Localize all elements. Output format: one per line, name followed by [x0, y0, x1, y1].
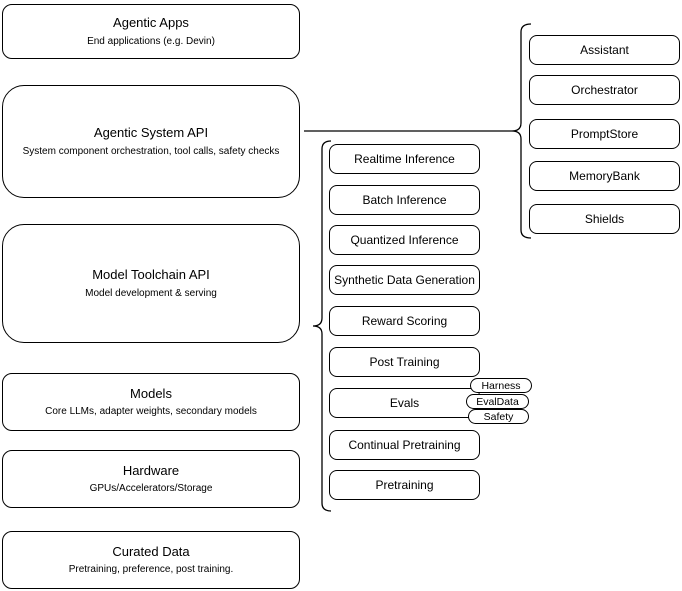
node-label: Synthetic Data Generation [334, 273, 475, 287]
toolchain-components-bracket [312, 140, 332, 512]
node-label: Orchestrator [571, 83, 638, 97]
node-label: PromptStore [570, 127, 639, 141]
node-promptstore: PromptStore [529, 119, 680, 149]
node-quantized-inference: Quantized Inference [329, 225, 480, 255]
node-model-toolchain-api: Model Toolchain API Model development & … [2, 224, 300, 343]
node-label: Evals [389, 396, 420, 410]
node-subtitle: Pretraining, preference, post training. [68, 564, 234, 576]
node-post-training: Post Training [329, 347, 480, 377]
node-label: Pretraining [375, 478, 434, 492]
node-label: MemoryBank [569, 169, 640, 183]
node-label: Continual Pretraining [348, 438, 461, 452]
node-hardware: Hardware GPUs/Accelerators/Storage [2, 450, 300, 508]
system-components-bracket [511, 23, 532, 239]
node-assistant: Assistant [529, 35, 680, 65]
node-label: Reward Scoring [361, 314, 448, 328]
node-title: Agentic Apps [113, 15, 189, 31]
node-realtime-inference: Realtime Inference [329, 144, 480, 174]
node-label: Quantized Inference [350, 233, 459, 247]
node-batch-inference: Batch Inference [329, 185, 480, 215]
node-label: Post Training [369, 355, 440, 369]
node-subtitle: System component orchestration, tool cal… [22, 145, 280, 157]
node-evals: Evals [329, 388, 480, 418]
node-curated-data: Curated Data Pretraining, preference, po… [2, 531, 300, 589]
pill-safety: Safety [468, 409, 529, 424]
node-pretraining: Pretraining [329, 470, 480, 500]
node-continual-pretraining: Continual Pretraining [329, 430, 480, 460]
node-models: Models Core LLMs, adapter weights, secon… [2, 373, 300, 431]
node-label: Assistant [580, 43, 629, 57]
node-agentic-system-api: Agentic System API System component orch… [2, 85, 300, 198]
node-agentic-apps: Agentic Apps End applications (e.g. Devi… [2, 4, 300, 59]
node-subtitle: GPUs/Accelerators/Storage [89, 483, 213, 495]
node-title: Agentic System API [93, 125, 209, 141]
node-orchestrator: Orchestrator [529, 75, 680, 105]
node-memorybank: MemoryBank [529, 161, 680, 191]
pill-evaldata: EvalData [466, 394, 529, 409]
node-title: Models [130, 385, 172, 401]
pill-label: EvalData [476, 395, 519, 408]
node-reward-scoring: Reward Scoring [329, 306, 480, 336]
node-title: Model Toolchain API [92, 267, 210, 283]
node-subtitle: Core LLMs, adapter weights, secondary mo… [45, 406, 257, 418]
node-label: Batch Inference [362, 193, 447, 207]
node-title: Curated Data [112, 543, 190, 559]
node-subtitle: Model development & serving [85, 287, 217, 299]
node-title: Hardware [122, 462, 180, 478]
node-subtitle: End applications (e.g. Devin) [87, 35, 215, 47]
pill-harness: Harness [470, 378, 532, 393]
pill-label: Safety [483, 410, 514, 423]
node-synthetic-data-generation: Synthetic Data Generation [329, 265, 480, 295]
node-label: Realtime Inference [354, 152, 455, 166]
node-shields: Shields [529, 204, 680, 234]
pill-label: Harness [481, 379, 521, 392]
node-label: Shields [584, 212, 625, 226]
